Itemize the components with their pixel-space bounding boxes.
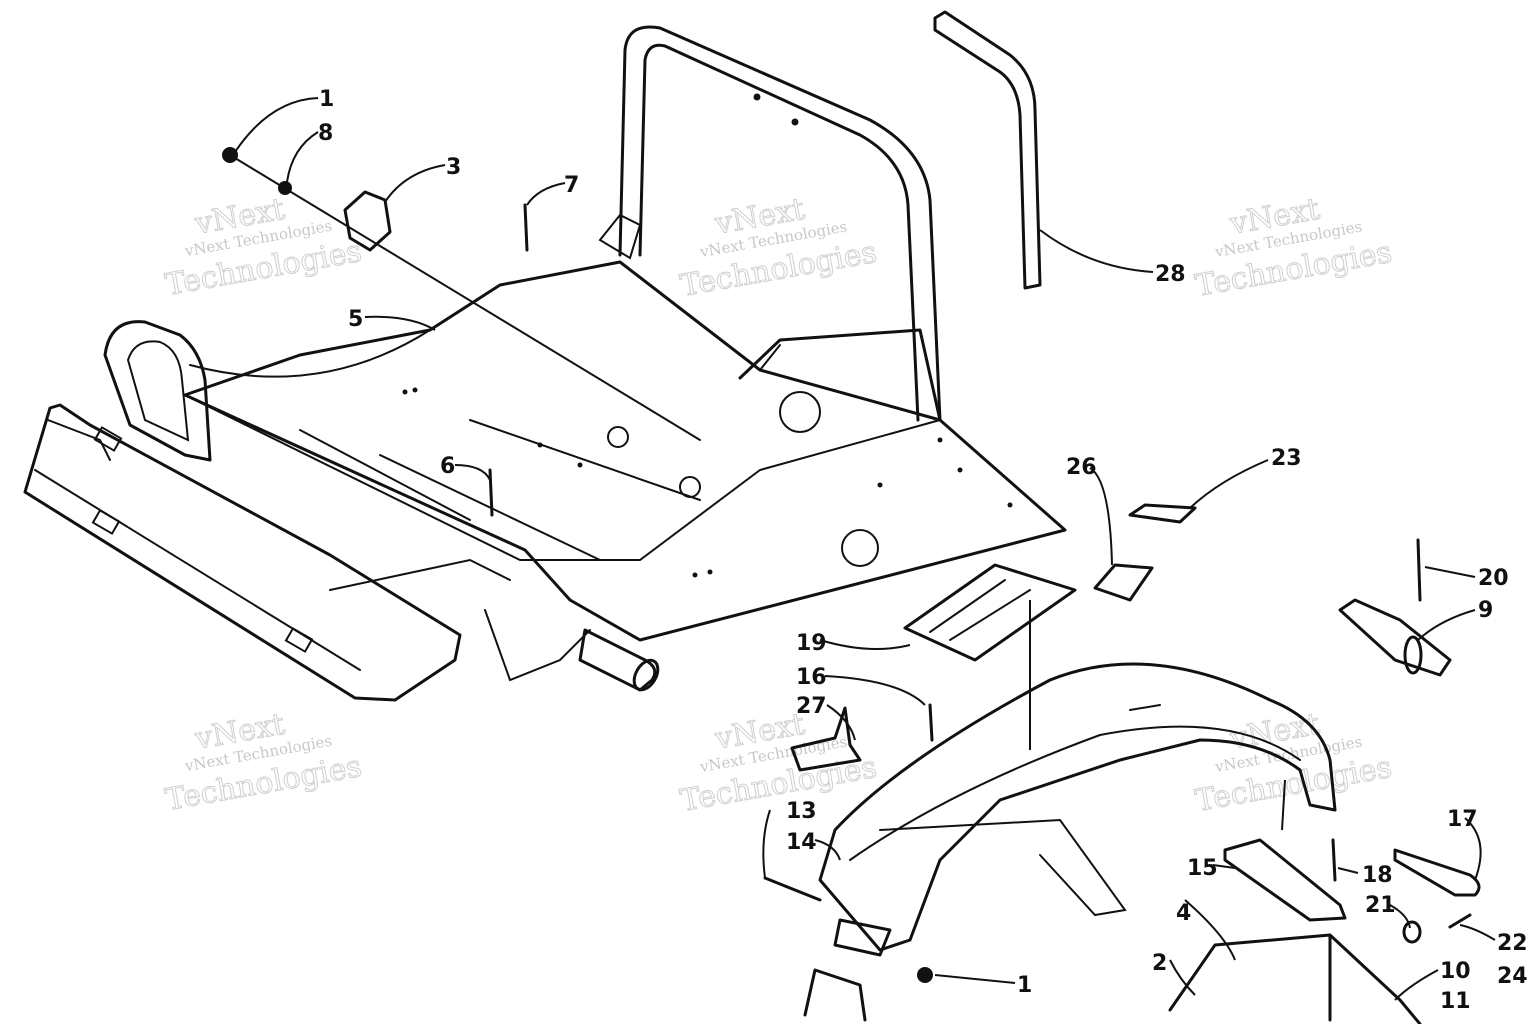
rear-flap-assembly: [818, 662, 1337, 957]
callout-7: 7: [564, 173, 579, 198]
callout-14: 14: [786, 830, 817, 855]
watermark-top-right: vNext vNext Technologies Technologies: [1192, 191, 1395, 304]
nut-part-21: [1402, 920, 1422, 944]
callout-1-top: 1: [319, 87, 334, 112]
callout-1-bottom: 1: [1017, 973, 1032, 998]
shock-part-9: [1338, 538, 1452, 677]
bracket-part-27: [790, 706, 862, 772]
callout-17: 17: [1447, 807, 1478, 832]
decal-group: [903, 503, 1197, 662]
watermark-bottom-center: vNext vNext Technologies Technologies: [677, 706, 880, 819]
bolt-part-6: [488, 468, 494, 517]
callout-11: 11: [1440, 989, 1471, 1014]
rivet-dots: [402, 93, 1013, 578]
callout-24: 24: [1497, 964, 1528, 989]
callout-18: 18: [1362, 863, 1393, 888]
callout-13: 13: [786, 799, 817, 824]
callout-16: 16: [796, 665, 827, 690]
bumper-strip-part-28: [933, 10, 1042, 290]
callout-21: 21: [1365, 893, 1396, 918]
callout-15: 15: [1187, 856, 1218, 881]
callout-5: 5: [348, 307, 363, 332]
callout-22: 22: [1497, 931, 1528, 956]
bolt-part-18: [1331, 838, 1337, 882]
watermark-bottom-left: vNext vNext Technologies Technologies: [162, 706, 365, 818]
bolt-part-7: [523, 203, 529, 252]
bolt-part-22: [1448, 913, 1472, 929]
watermark-bottom-right: vNext vNext Technologies Technologies: [1192, 706, 1395, 819]
callout-3: 3: [446, 155, 461, 180]
chassis-frame: [23, 93, 1067, 702]
callout-19: 19: [796, 631, 827, 656]
leader-lines: [234, 97, 1496, 1001]
axle-line: [229, 154, 701, 441]
callout-27: 27: [796, 694, 827, 719]
callout-23: 23: [1271, 446, 1302, 471]
callout-26: 26: [1066, 455, 1097, 480]
lower-right-assembly: [1168, 933, 1422, 1024]
clip-part-17: [1393, 848, 1481, 897]
callout-28: 28: [1155, 262, 1186, 287]
callout-10: 10: [1440, 959, 1471, 984]
callout-2: 2: [1152, 951, 1167, 976]
callout-labels: 1 8 3 7 5 28 26 23 6 20 9 19 16 27 13 14…: [318, 87, 1528, 1014]
bracket-part-15: [1223, 838, 1347, 922]
watermark-top-center: vNext vNext Technologies Technologies: [677, 191, 880, 304]
bolt-part-13: [763, 876, 822, 902]
callout-9: 9: [1478, 598, 1493, 623]
lower-bracket: [803, 968, 867, 1022]
bolt-part-16: [928, 703, 934, 742]
watermark-group: vNext vNext Technologies Technologies vN…: [162, 191, 1395, 819]
grab-bar: [598, 25, 942, 422]
nut-part-1-lower: [917, 967, 933, 983]
watermark-top-left: vNext vNext Technologies Technologies: [162, 191, 365, 303]
bearing-part-3: [343, 190, 392, 252]
callout-4: 4: [1176, 901, 1191, 926]
callout-20: 20: [1478, 566, 1509, 591]
callout-6: 6: [440, 454, 455, 479]
callout-8: 8: [318, 121, 333, 146]
